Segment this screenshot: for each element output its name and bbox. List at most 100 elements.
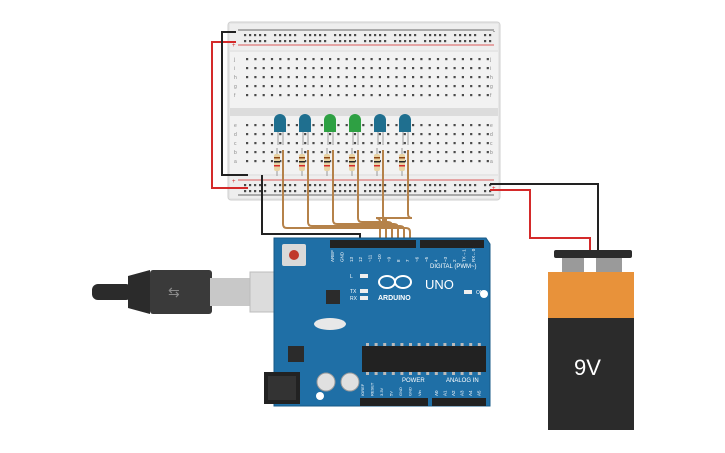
terminal-hole — [478, 76, 481, 79]
terminal-hole — [436, 94, 440, 97]
digital-header — [330, 240, 416, 248]
chip-pin — [391, 343, 395, 346]
rail-hole — [344, 34, 347, 37]
terminal-hole — [478, 133, 481, 136]
capacitor-2 — [340, 372, 360, 392]
rail-hole — [404, 184, 407, 187]
rail-hole — [259, 190, 262, 193]
terminal-hole — [486, 67, 489, 70]
rail-hole — [344, 190, 347, 193]
terminal-hole — [387, 94, 390, 97]
rail-hole — [304, 34, 307, 37]
terminal-hole — [428, 124, 431, 127]
terminal-hole — [370, 142, 373, 145]
chip-pin — [452, 372, 455, 375]
signal-wire — [375, 150, 413, 244]
usb-icon: ⇆ — [168, 284, 180, 300]
rail-hole — [284, 40, 287, 43]
terminal-hole — [453, 133, 456, 136]
terminal-hole — [246, 58, 249, 61]
rail-hole — [354, 190, 357, 193]
terminal-hole — [353, 85, 357, 88]
rail-hole — [489, 40, 492, 43]
top-rail — [230, 24, 498, 50]
terminal-hole — [262, 151, 265, 154]
mount-hole-2 — [480, 290, 488, 298]
rail-hole — [334, 184, 337, 187]
leds — [274, 114, 411, 145]
terminal-hole — [295, 58, 298, 61]
rail-hole — [444, 190, 447, 193]
rail-hole — [264, 34, 267, 37]
rail-hole — [254, 40, 257, 43]
rail-hole — [249, 34, 252, 37]
resistor — [299, 148, 305, 176]
terminal-hole — [362, 67, 365, 70]
terminal-hole — [387, 85, 390, 88]
chip-pin — [366, 343, 369, 346]
terminal-hole — [445, 142, 448, 145]
terminal-hole — [262, 76, 265, 79]
rail-hole — [364, 40, 367, 43]
terminal-hole — [486, 76, 489, 79]
row-letter: b — [490, 150, 493, 156]
rail-hole — [349, 184, 352, 187]
terminal-hole — [395, 58, 398, 61]
rail-hole — [459, 190, 462, 193]
terminal-hole — [270, 94, 274, 97]
power-pin-label: 3.3V — [379, 387, 384, 396]
rail-hole — [254, 190, 257, 193]
rail-hole — [474, 184, 477, 187]
terminal-hole — [312, 76, 315, 79]
rail-hole — [244, 34, 247, 37]
on-label: ON — [476, 290, 484, 296]
digital-pin-label: 2 — [452, 259, 457, 262]
terminal-hole — [486, 124, 489, 127]
resistor — [349, 148, 355, 176]
terminal-hole — [445, 160, 448, 163]
rail-hole — [314, 190, 317, 193]
terminal-hole — [470, 142, 473, 145]
rail-minus-top-right: - — [493, 29, 495, 35]
chip-pin — [443, 343, 447, 346]
rail-hole — [459, 40, 462, 43]
terminal-hole — [304, 94, 307, 97]
terminal-hole — [246, 142, 249, 145]
terminal-hole — [395, 133, 398, 136]
rail-hole — [439, 190, 442, 193]
terminal-hole — [395, 142, 398, 145]
terminal-hole — [287, 160, 290, 163]
power-pin-label: IOREF — [360, 383, 365, 396]
digital-pin-label: 8 — [396, 259, 401, 262]
rail-hole — [309, 190, 312, 193]
terminal-hole — [470, 151, 473, 154]
terminal-hole — [320, 85, 323, 88]
terminal-hole — [470, 94, 473, 97]
rail-hole — [384, 184, 387, 187]
terminal-hole — [461, 67, 464, 70]
resistor — [324, 148, 330, 176]
terminal-hole — [370, 67, 373, 70]
digital-pin-label: ~5 — [424, 256, 429, 262]
capacitor-1 — [316, 372, 336, 392]
rail-hole — [349, 34, 352, 37]
battery-terminal-1 — [562, 258, 584, 274]
rail-hole — [284, 190, 287, 193]
terminal-hole — [470, 133, 473, 136]
terminal-hole — [378, 142, 381, 145]
chip-pin — [469, 343, 473, 346]
rail-hole — [294, 40, 297, 43]
brand-label: ARDUINO — [378, 295, 411, 302]
terminal-hole — [295, 142, 298, 145]
terminal-hole — [254, 133, 257, 136]
row-letter: g — [234, 84, 237, 90]
terminal-hole — [329, 67, 332, 70]
terminal-hole — [478, 94, 481, 97]
rail-hole — [324, 190, 327, 193]
rail-hole — [469, 40, 472, 43]
terminal-hole — [445, 76, 448, 79]
terminal-hole — [412, 85, 415, 88]
terminal-hole — [295, 133, 298, 136]
rail-hole — [484, 190, 487, 193]
